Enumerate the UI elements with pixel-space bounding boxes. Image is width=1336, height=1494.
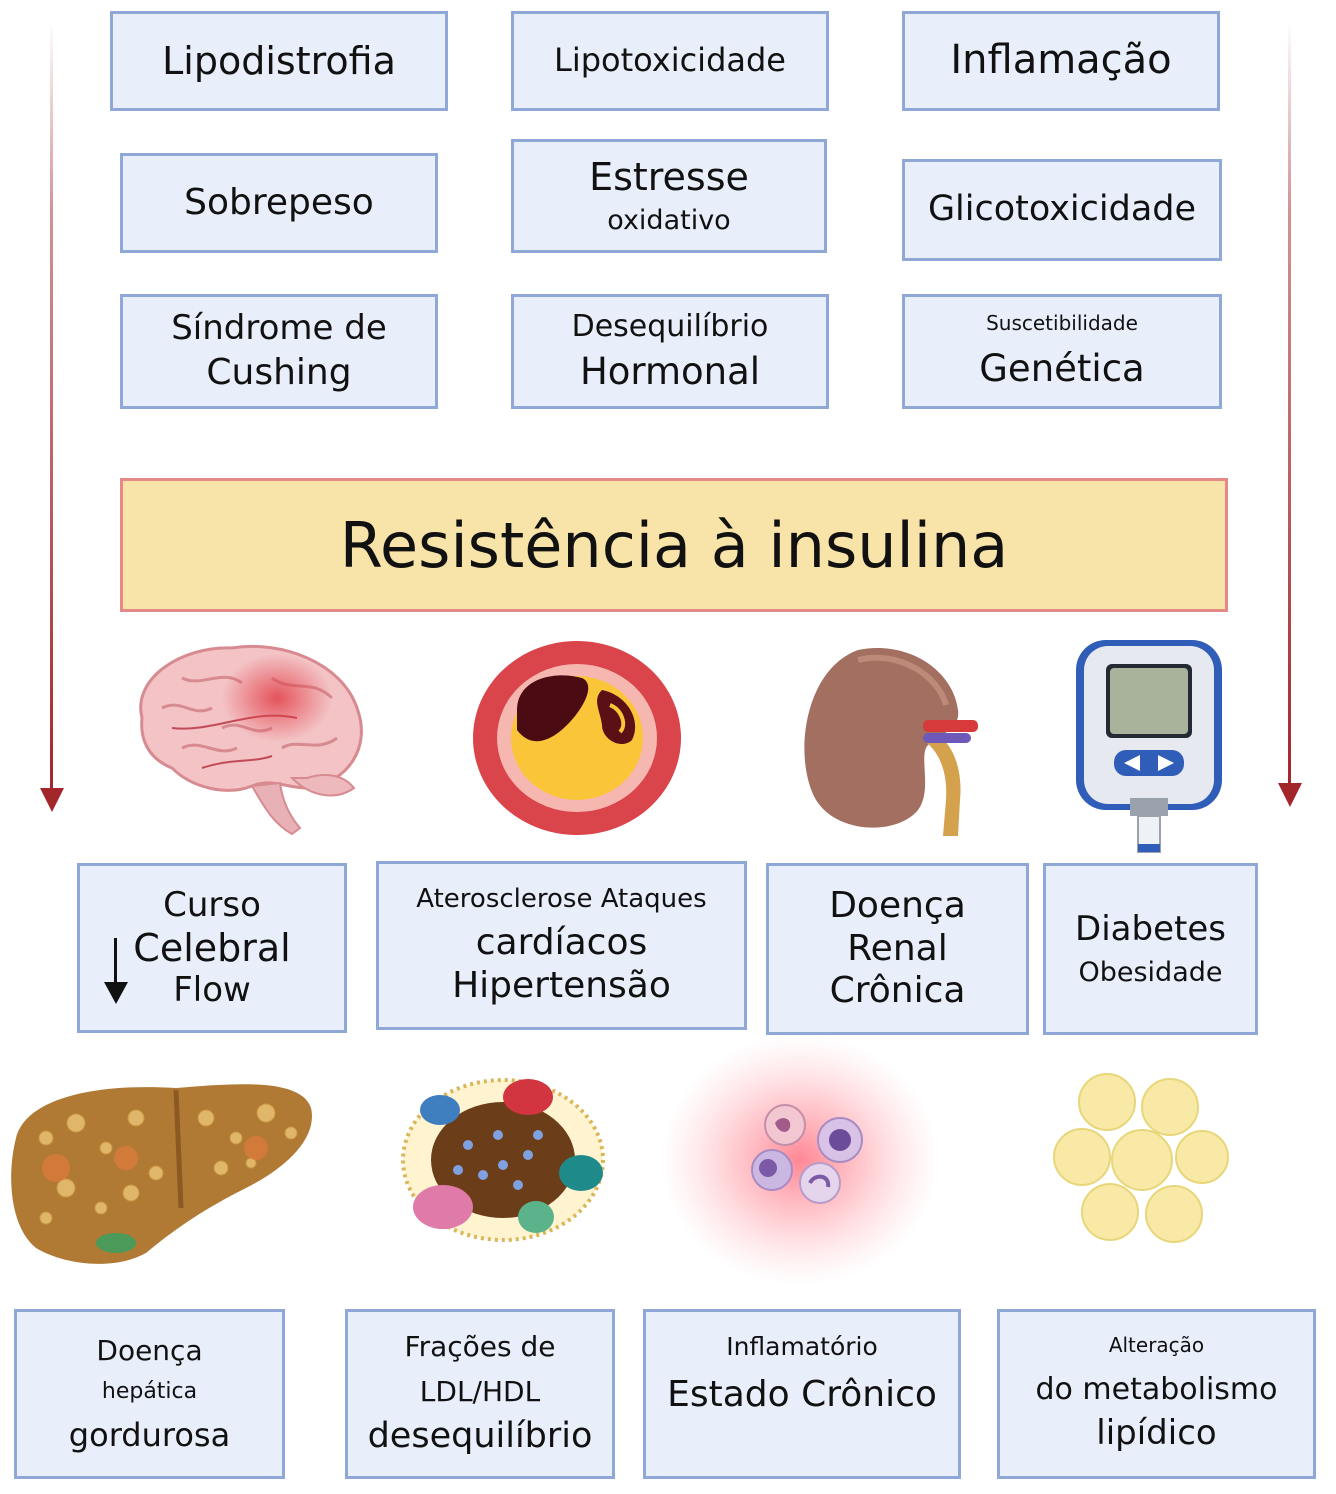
lipoprotein-icon (401, 1078, 605, 1242)
outcome-line: Aterosclerose Ataques (416, 883, 707, 914)
cause-line: Síndrome de (171, 308, 387, 349)
outcome-line: desequilíbrio (367, 1416, 593, 1457)
cause-box-estresse-oxidativo: Estresse oxidativo (511, 139, 827, 253)
cause-line: Suscetibilidade (986, 310, 1138, 335)
kidney-icon (804, 648, 978, 836)
cause-line: oxidativo (607, 205, 731, 237)
artery-plaque-icon (473, 641, 681, 835)
outcome-box-chronic-inflammation: Inflamatório Estado Crônico (643, 1309, 961, 1479)
outcome-line: gordurosa (68, 1415, 231, 1454)
cause-line: Lipotoxicidade (554, 41, 786, 80)
outcome-line: Inflamatório (726, 1332, 878, 1361)
fatty-liver-icon (11, 1084, 312, 1264)
outcome-line: do metabolismo (1035, 1372, 1278, 1408)
outcome-line: cardíacos (475, 922, 648, 964)
cause-line: Glicotoxicidade (927, 189, 1197, 230)
fat-cells-icon (1053, 1073, 1229, 1243)
outcome-line: Diabetes (1075, 909, 1226, 950)
cause-box-inflamacao: Inflamação (902, 11, 1220, 111)
insulin-resistance-title: Resistência à insulina (339, 508, 1009, 582)
outcome-line: Obesidade (1078, 957, 1223, 989)
outcome-box-atherosclerosis: Aterosclerose Ataques cardíacos Hiperten… (376, 861, 747, 1030)
outcome-line: hepática (101, 1378, 198, 1404)
cause-line: Cushing (206, 352, 352, 394)
cause-box-glicotoxicidade: Glicotoxicidade (902, 159, 1222, 261)
cause-line: Estresse (589, 154, 749, 199)
immune-cells-icon (660, 1035, 940, 1285)
cause-line: Desequilíbrio (571, 308, 769, 344)
outcome-line: Crônica (829, 970, 966, 1012)
cause-line: Sobrepeso (184, 181, 374, 223)
outcome-line: Frações de (404, 1330, 556, 1364)
outcome-box-cerebral-flow: Curso Celebral Flow (77, 863, 347, 1033)
left-flow-arrow (40, 20, 64, 812)
cause-box-sobrepeso: Sobrepeso (120, 153, 438, 253)
outcome-line: Doença (829, 885, 966, 927)
cause-box-lipodistrofia: Lipodistrofia (110, 11, 448, 111)
insulin-resistance-box: Resistência à insulina (120, 478, 1228, 612)
outcome-box-diabetes: Diabetes Obesidade (1043, 863, 1258, 1035)
cause-line: Genética (979, 347, 1145, 391)
cause-box-suscetibilidade-genetica: Suscetibilidade Genética (902, 294, 1222, 409)
cause-line: Hormonal (579, 350, 761, 394)
outcome-line: Celebral (133, 925, 291, 970)
outcome-box-ldl-hdl: Frações de LDL/HDL desequilíbrio (345, 1309, 615, 1479)
down-arrow-icon (104, 938, 128, 1004)
right-flow-arrow (1278, 20, 1302, 807)
outcome-line: Curso (163, 885, 261, 926)
outcome-box-kidney-disease: Doença Renal Crônica (766, 863, 1029, 1035)
outcome-line: Flow (173, 970, 251, 1011)
cause-line: Lipodistrofia (162, 38, 396, 83)
cause-box-lipotoxicidade: Lipotoxicidade (511, 11, 829, 111)
outcome-line: Doença (96, 1333, 203, 1367)
brain-icon (122, 638, 372, 838)
outcome-line: lipídico (1096, 1413, 1217, 1454)
cause-box-cushing: Síndrome de Cushing (120, 294, 438, 409)
outcome-line: Alteração (1108, 1333, 1205, 1358)
outcome-line: Hipertensão (452, 964, 671, 1006)
glucometer-icon (1076, 640, 1222, 853)
outcome-line: LDL/HDL (419, 1375, 541, 1409)
outcome-line: Estado Crônico (667, 1373, 937, 1415)
outcome-box-lipid-metabolism: Alteração do metabolismo lipídico (997, 1309, 1316, 1479)
cause-box-desequilibrio-hormonal: Desequilíbrio Hormonal (511, 294, 829, 409)
cause-line: Inflamação (950, 37, 1172, 84)
outcome-box-fatty-liver: Doença hepática gordurosa (14, 1309, 285, 1479)
outcome-line: Renal (847, 927, 948, 969)
